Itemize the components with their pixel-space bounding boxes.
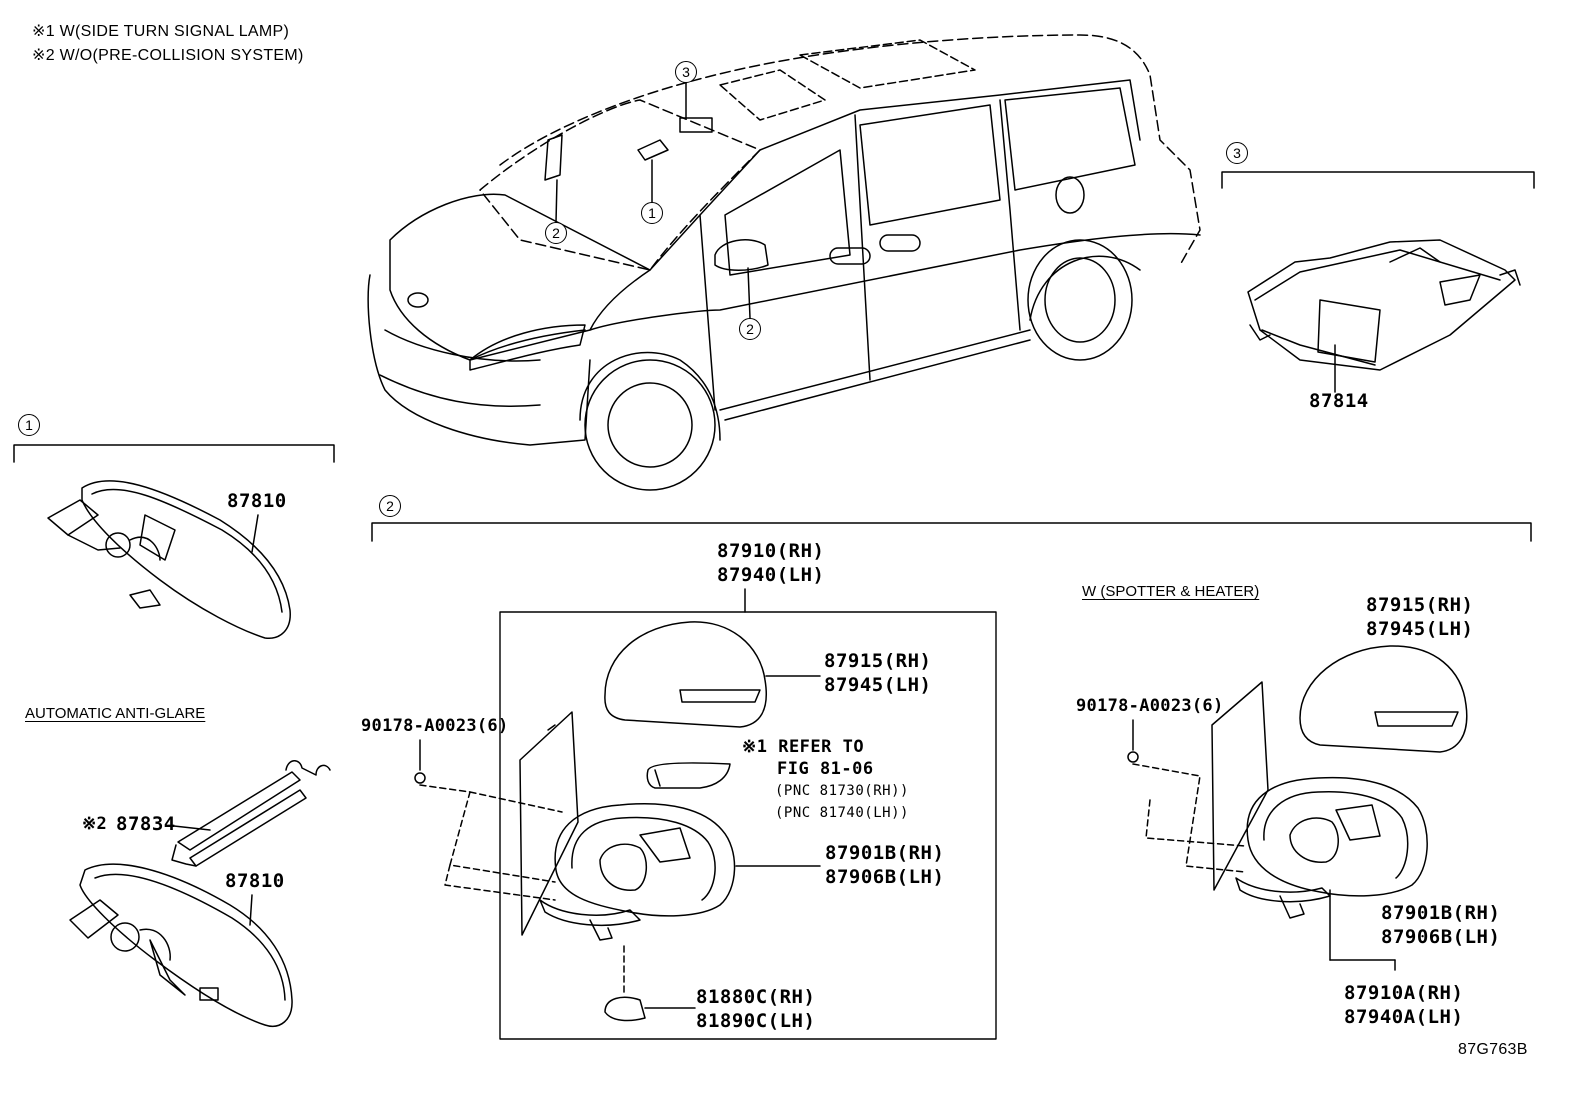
part-outer2-rh: 87901B(RH) — [1381, 902, 1501, 924]
callout-2-door-mirror: 2 — [739, 318, 761, 340]
caption-spotter-heater: W (SPOTTER & HEATER) — [1082, 583, 1260, 600]
right-mirror-cover — [1299, 645, 1468, 753]
part-cover2-lh: 87945(LH) — [1366, 618, 1474, 640]
left-mirror-body — [539, 802, 821, 941]
part-cover-lh: 87945(LH) — [824, 674, 932, 696]
part-mirror-assy-lh: 87940(LH) — [717, 564, 825, 586]
section-brackets — [13, 171, 1535, 542]
right-mirror-body — [1235, 776, 1428, 919]
section-3-label: 3 — [1226, 142, 1248, 164]
note-side-turn-signal: ※1 W(SIDE TURN SIGNAL LAMP) — [32, 23, 290, 40]
left-side-lamp — [604, 945, 696, 1022]
part-lamp-rh: 81880C(RH) — [696, 986, 816, 1008]
callout-2-windshield: 2 — [545, 222, 567, 244]
refer-note-line2: FIG 81-06 — [777, 759, 874, 779]
part-outer-lh: 87906B(LH) — [825, 866, 945, 888]
callout-3-vehicle: 3 — [675, 61, 697, 83]
sensor-cover-illustration — [1247, 239, 1521, 393]
part-mirror-assy-rh: 87910(RH) — [717, 540, 825, 562]
part-bracket: 87834 — [116, 813, 176, 835]
section-2-label: 2 — [379, 495, 401, 517]
right-leaders — [1329, 889, 1396, 971]
part-screw-right: 90178-A0023(6) — [1076, 696, 1224, 716]
inner-mirror-illustration — [47, 480, 291, 639]
note-pre-collision: ※2 W/O(PRE-COLLISION SYSTEM) — [32, 47, 304, 64]
mirror-assembly-box — [499, 611, 997, 1040]
refer-pnc-rh: (PNC 81730(RH)) — [775, 783, 909, 799]
part-mirror-a-rh: 87910A(RH) — [1344, 982, 1464, 1004]
part-screw-left: 90178-A0023(6) — [361, 716, 509, 736]
part-mirror-a-lh: 87940A(LH) — [1344, 1006, 1464, 1028]
part-inner-mirror: 87810 — [227, 490, 287, 512]
part-cover2-rh: 87915(RH) — [1366, 594, 1474, 616]
part-cover-rh: 87915(RH) — [824, 650, 932, 672]
left-screw — [414, 739, 563, 901]
callout-1-vehicle: 1 — [641, 202, 663, 224]
vehicle-illustration — [367, 34, 1201, 491]
right-screw — [1127, 719, 1246, 873]
caption-auto-anti-glare: AUTOMATIC ANTI-GLARE — [25, 705, 206, 722]
part-outer2-lh: 87906B(LH) — [1381, 926, 1501, 948]
part-lamp-lh: 81890C(LH) — [696, 1010, 816, 1032]
figure-id: 87G763B — [1458, 1041, 1528, 1058]
part-sensor-cover: 87814 — [1309, 390, 1369, 412]
left-turn-lamp — [646, 762, 731, 789]
part-outer-rh: 87901B(RH) — [825, 842, 945, 864]
refer-note-line1: ※1 REFER TO — [742, 737, 865, 757]
section-1-label: 1 — [18, 414, 40, 436]
vehicle-callout-leaders — [555, 81, 751, 319]
bracket-note-mark: ※2 — [82, 814, 108, 834]
part-inner-mirror-auto: 87810 — [225, 870, 285, 892]
auto-mirror-illustration — [69, 863, 293, 1027]
refer-pnc-lh: (PNC 81740(LH)) — [775, 805, 909, 821]
left-mirror-glass — [519, 711, 579, 936]
right-mirror-glass — [1211, 681, 1269, 891]
left-mirror-cover — [604, 621, 821, 728]
bracket-illustration — [171, 760, 331, 867]
